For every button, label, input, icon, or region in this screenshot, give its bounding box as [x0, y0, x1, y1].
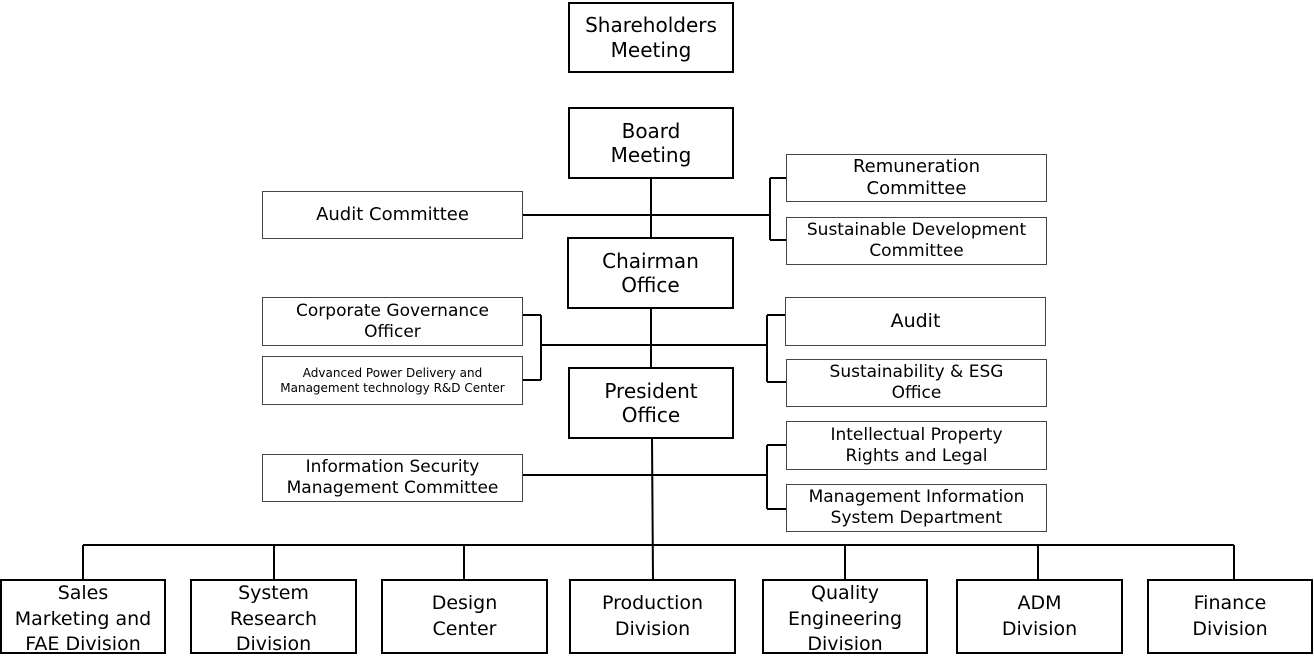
division-quality-engineering: Quality Engineering Division	[762, 579, 928, 655]
board-meeting-box: Board Meeting	[568, 107, 734, 179]
division-adm: ADM Division	[956, 579, 1123, 654]
division-production: Production Division	[569, 579, 736, 654]
information-security-committee-box: Information Security Management Committe…	[262, 454, 523, 502]
audit-box: Audit	[785, 297, 1046, 346]
division-sales-marketing-fae: Sales Marketing and FAE Division	[0, 579, 166, 655]
corporate-governance-officer-box: Corporate Governance Officer	[262, 297, 523, 346]
sustainability-esg-office-box: Sustainability & ESG Office	[786, 359, 1047, 407]
division-finance: Finance Division	[1147, 579, 1313, 654]
management-information-system-box: Management Information System Department	[786, 484, 1047, 532]
rd-center-box: Advanced Power Delivery and Management t…	[262, 356, 523, 405]
president-office-box: President Office	[568, 367, 734, 439]
division-system-research: System Research Division	[190, 579, 357, 655]
audit-committee-box: Audit Committee	[262, 191, 523, 239]
remuneration-committee-box: Remuneration Committee	[786, 154, 1047, 202]
intellectual-property-legal-box: Intellectual Property Rights and Legal	[786, 421, 1047, 470]
shareholders-meeting-box: Shareholders Meeting	[568, 2, 734, 73]
sustainable-development-committee-box: Sustainable Development Committee	[786, 217, 1047, 265]
connector-president-bus	[651, 437, 654, 581]
chairman-office-box: Chairman Office	[567, 237, 734, 309]
division-design-center: Design Center	[381, 579, 548, 654]
